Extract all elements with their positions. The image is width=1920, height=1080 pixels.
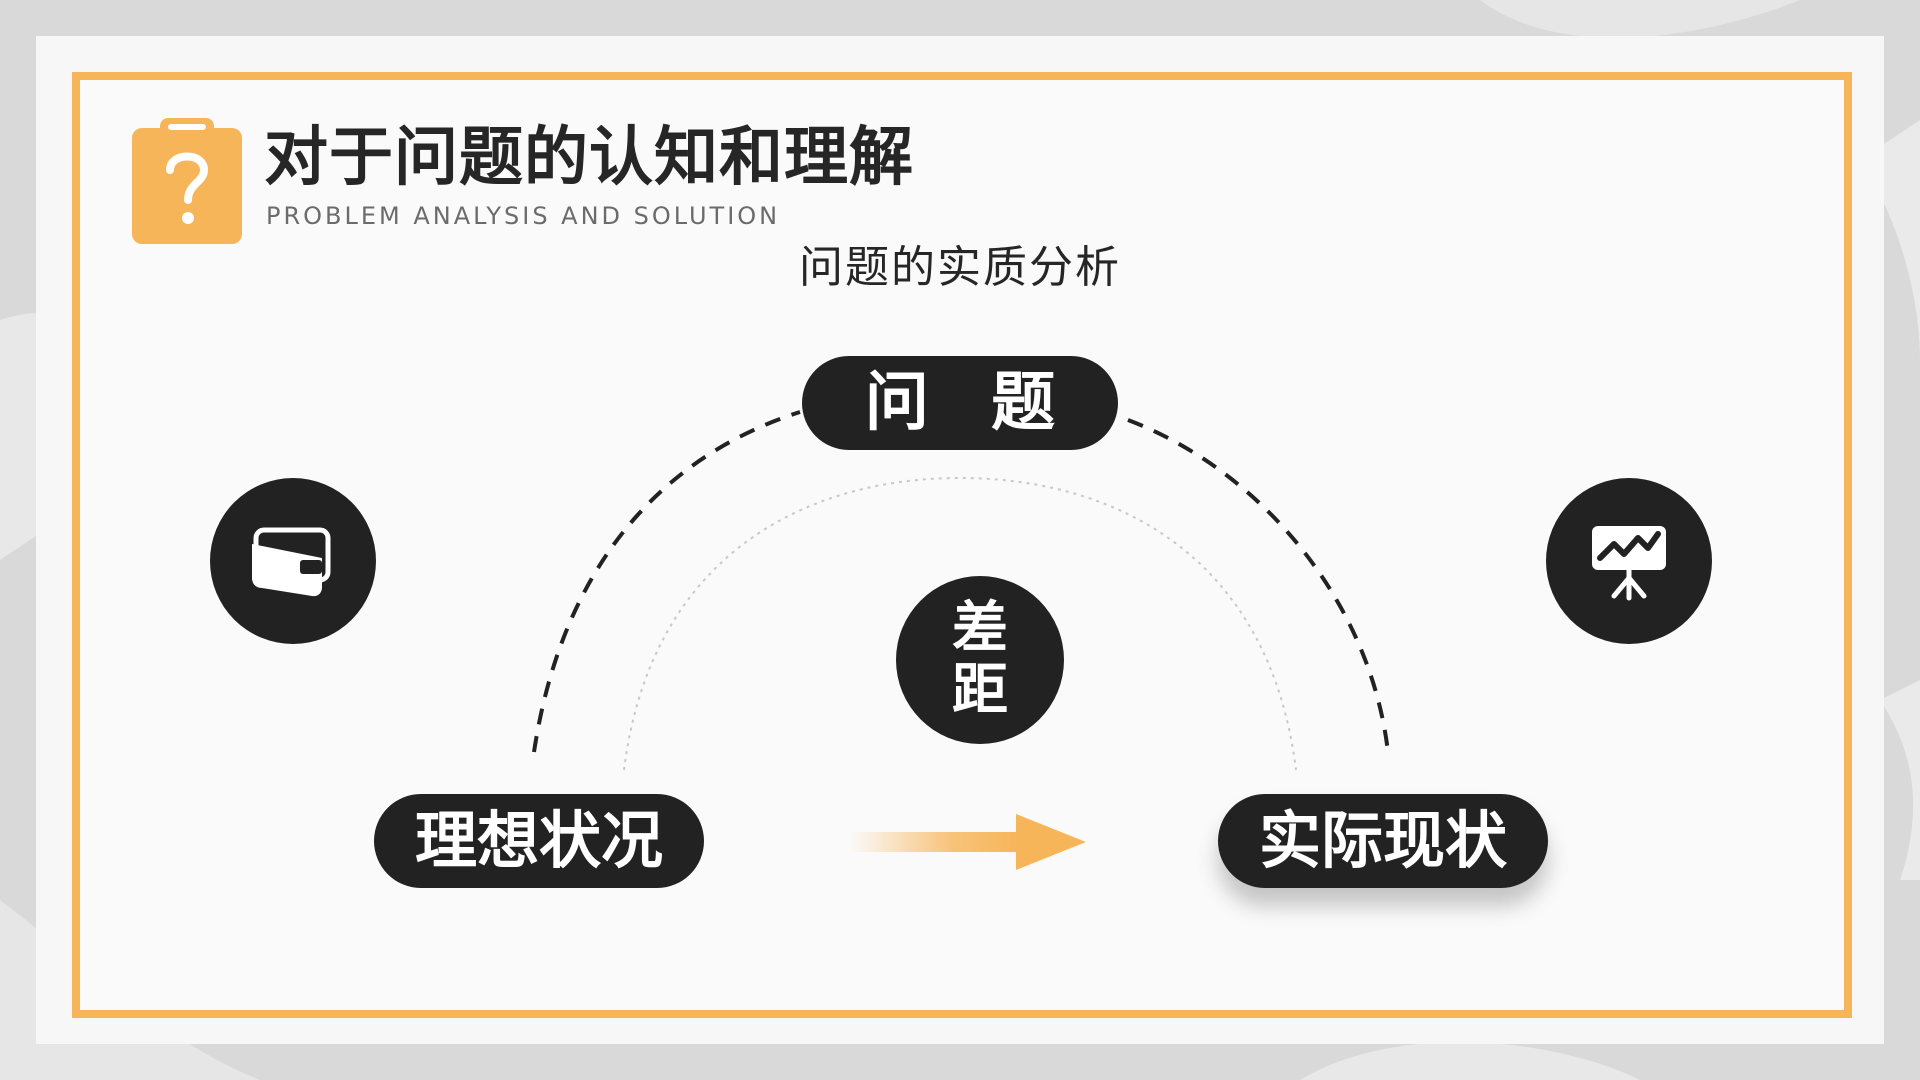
gap-circle: 差 距: [896, 576, 1064, 744]
presentation-icon-circle: [1546, 478, 1712, 644]
problem-pill: 问 题: [802, 356, 1118, 450]
outer-dashed-arc: [532, 410, 801, 753]
arrow-right-icon: [850, 814, 1086, 870]
section-heading: 问题的实质分析: [799, 242, 1121, 293]
gap-label-line1: 差: [952, 596, 1008, 662]
wallet-icon: [252, 527, 331, 597]
ideal-state-pill: 理想状况: [374, 794, 704, 888]
actual-state-pill: 实际现状: [1218, 794, 1548, 888]
question-clipboard-icon: [132, 118, 242, 244]
outer-dashed-arc-right: [1127, 418, 1390, 753]
page-subtitle: PROBLEM ANALYSIS AND SOLUTION: [266, 202, 781, 230]
page-title: 对于问题的认知和理解: [264, 121, 914, 195]
inner-dotted-arc: [623, 476, 1297, 771]
gap-label-line2: 距: [952, 658, 1008, 723]
presentation-chart-icon: [1592, 526, 1666, 601]
wallet-icon-circle: [210, 478, 376, 644]
